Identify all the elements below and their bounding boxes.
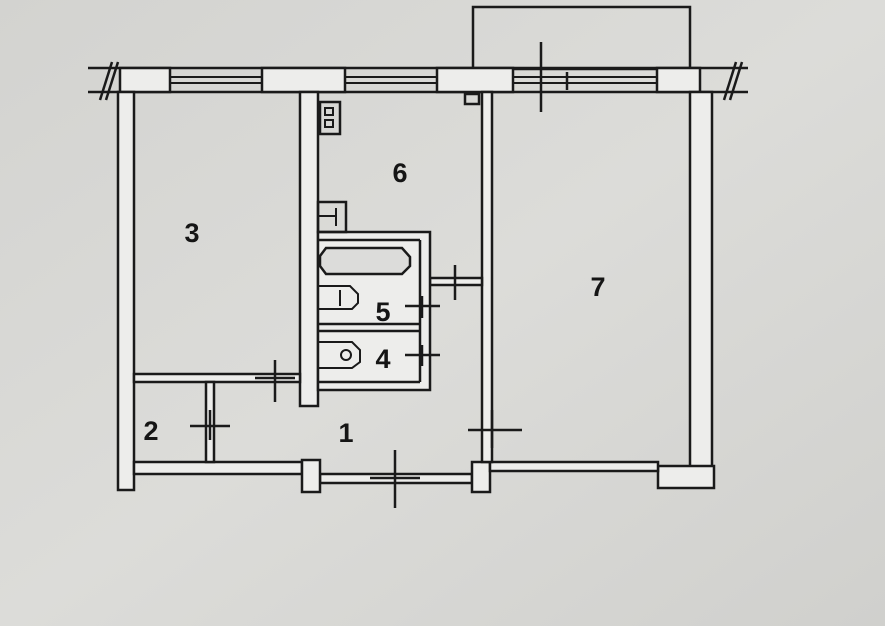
bathtub-icon <box>318 246 412 276</box>
toilet-icon <box>318 341 361 369</box>
room-label-3: 3 <box>184 218 199 248</box>
pier <box>300 458 322 494</box>
room-label-6: 6 <box>392 158 407 188</box>
bottom-wall-left <box>132 460 304 476</box>
room-label-1: 1 <box>338 418 353 448</box>
corner-pier <box>656 464 716 490</box>
wall-3-hall <box>132 372 302 384</box>
wall-3-6 <box>298 90 320 408</box>
room-label-5: 5 <box>375 297 390 327</box>
door-marks <box>190 42 543 508</box>
bottom-wall-right <box>488 460 660 473</box>
room-label-4: 4 <box>375 344 390 374</box>
bathroom-block <box>316 230 432 392</box>
left-exterior-wall <box>116 90 136 492</box>
pier <box>470 460 492 494</box>
room-label-7: 7 <box>590 272 605 302</box>
right-exterior-wall <box>688 90 714 474</box>
sink-icon <box>318 285 359 310</box>
stove-icon <box>318 100 342 136</box>
wall-6-7 <box>480 90 494 464</box>
top-exterior-wall <box>88 61 748 106</box>
room-label-2: 2 <box>143 416 158 446</box>
